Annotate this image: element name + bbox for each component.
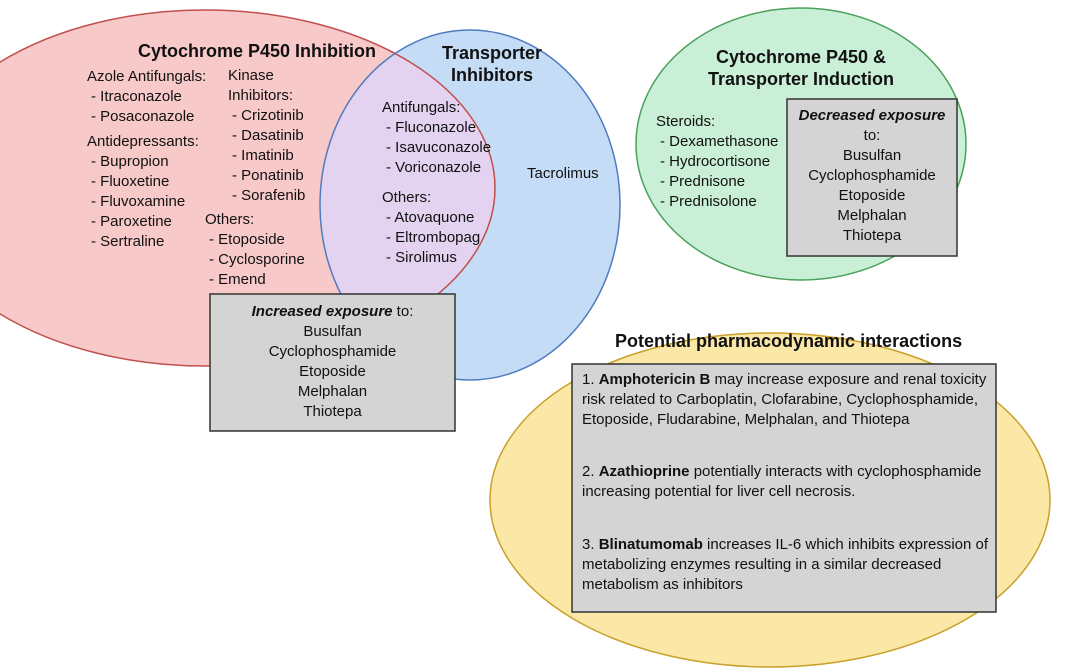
drug-item: - Etoposide — [209, 231, 285, 248]
overlap-antifungals-group: Antifungals: - Fluconazole - Isavuconazo… — [382, 98, 491, 178]
drug-item: - Fluconazole — [386, 119, 477, 136]
antidepressants-group: Antidepressants: - Bupropion - Fluoxetin… — [87, 132, 199, 252]
increased-exposure-suffix: to: — [392, 303, 414, 320]
pd-text-box — [571, 363, 997, 613]
pd-item-text: may increase exposure and renal toxicity… — [582, 371, 987, 428]
drug-item: - Hydrocortisone — [660, 153, 771, 170]
increased-exposure-content: Increased exposure to: Busulfan Cyclopho… — [210, 302, 455, 422]
pd-item-drug: Amphotericin B — [598, 371, 711, 388]
transporter-title: Transporter Inhibitors — [424, 42, 560, 86]
pd-item-3: 3. Blinatumomab increases IL-6 which inh… — [582, 535, 990, 595]
drug-item: - Paroxetine — [91, 213, 172, 230]
drug-item: - Sirolimus — [386, 249, 457, 266]
decreased-exposure-suffix: to: — [863, 127, 881, 144]
drug-item: Busulfan — [303, 323, 362, 340]
pd-item-2: 2. Azathioprine potentially interacts wi… — [582, 462, 990, 502]
drug-item: Busulfan — [842, 147, 902, 164]
overlap-others-group: Others: - Atovaquone - Eltrombopag - Sir… — [382, 188, 480, 268]
decreased-exposure-emph: Decreased exposure — [798, 107, 946, 124]
pd-item-text: increases IL-6 which inhibits expression… — [582, 536, 989, 593]
drug-item: - Bupropion — [91, 153, 169, 170]
drug-item: - Dexamethasone — [660, 133, 779, 150]
induction-title-line2: Transporter Induction — [707, 69, 894, 89]
pd-item-text: potentially interacts with cyclophospham… — [582, 463, 982, 500]
drug-item: - Imatinib — [232, 147, 294, 164]
pd-item-drug: Blinatumomab — [598, 536, 703, 553]
overlap-antifungals-heading: Antifungals: — [382, 99, 461, 116]
overlap-others-heading: Others: — [382, 189, 432, 206]
cyp-others-group: Others: - Etoposide - Cyclosporine - Eme… — [205, 210, 305, 290]
kinase-heading-line2: Inhibitors: — [228, 87, 294, 104]
cyp-inhibition-title: Cytochrome P450 Inhibition — [138, 41, 377, 61]
drug-item: Thiotepa — [842, 227, 902, 244]
pd-item-drug: Azathioprine — [598, 463, 690, 480]
drug-item: - Emend — [209, 271, 266, 288]
steroids-heading: Steroids: — [656, 113, 716, 130]
increased-exposure-emph: Increased exposure — [251, 303, 393, 320]
pd-item-1: 1. Amphotericin B may increase exposure … — [582, 370, 990, 430]
tacrolimus-label: Tacrolimus — [527, 165, 599, 182]
increased-exposure-box — [209, 293, 456, 432]
drug-item: - Crizotinib — [232, 107, 304, 124]
drug-item: - Itraconazole — [91, 88, 182, 105]
drug-item: - Sertraline — [91, 233, 165, 250]
drug-item: Etoposide — [299, 363, 366, 380]
drug-item: - Fluoxetine — [91, 173, 170, 190]
kinase-inhibitors-group: Kinase Inhibitors: - Crizotinib - Dasati… — [228, 66, 305, 206]
cyp-others-heading: Others: — [205, 211, 255, 228]
decreased-exposure-heading: Decreased exposure — [787, 106, 957, 126]
drug-item: - Atovaquone — [386, 209, 475, 226]
drug-item: Melphalan — [297, 383, 368, 400]
azole-antifungals-group: Azole Antifungals: - Itraconazole - Posa… — [87, 67, 206, 127]
cyp-inhibition-outline — [0, 9, 496, 367]
drug-item: - Ponatinib — [232, 167, 304, 184]
kinase-heading-line1: Kinase — [228, 67, 274, 84]
decreased-exposure-box — [786, 98, 958, 257]
drug-item: Melphalan — [837, 207, 907, 224]
drug-item: - Voriconazole — [386, 159, 482, 176]
drug-item: Cyclophosphamide — [808, 167, 936, 184]
pd-item-number: 1. — [582, 371, 599, 388]
drug-item: Cyclophosphamide — [268, 343, 397, 360]
pd-item-number: 2. — [582, 463, 599, 480]
drug-item: Thiotepa — [303, 403, 362, 420]
drug-item: - Fluvoxamine — [91, 193, 186, 210]
drug-item: - Posaconazole — [91, 108, 195, 125]
drug-item: - Sorafenib — [232, 187, 306, 204]
induction-title: Cytochrome P450 & Transporter Induction — [676, 46, 926, 90]
azole-heading: Azole Antifungals: — [87, 68, 207, 85]
increased-exposure-heading: Increased exposure to: — [210, 302, 455, 322]
decreased-exposure-content: Decreased exposure to: Busulfan Cyclopho… — [787, 106, 957, 246]
drug-item: Etoposide — [838, 187, 906, 204]
transporter-title-line2: Inhibitors — [451, 65, 533, 85]
drug-item: - Prednisolone — [660, 193, 757, 210]
induction-title-line1: Cytochrome P450 & — [715, 47, 887, 67]
antidepressants-heading: Antidepressants: — [87, 133, 199, 150]
pd-title: Potential pharmacodynamic interactions — [615, 331, 963, 351]
drug-item: - Cyclosporine — [209, 251, 305, 268]
drug-item: - Dasatinib — [232, 127, 304, 144]
drug-item: - Eltrombopag — [386, 229, 481, 246]
pd-item-number: 3. — [582, 536, 599, 553]
drug-item: - Prednisone — [660, 173, 746, 190]
drug-item: - Isavuconazole — [386, 139, 492, 156]
steroids-group: Steroids: - Dexamethasone - Hydrocortiso… — [656, 112, 778, 212]
transporter-title-line1: Transporter — [441, 43, 543, 63]
transporter-outline — [319, 29, 621, 381]
